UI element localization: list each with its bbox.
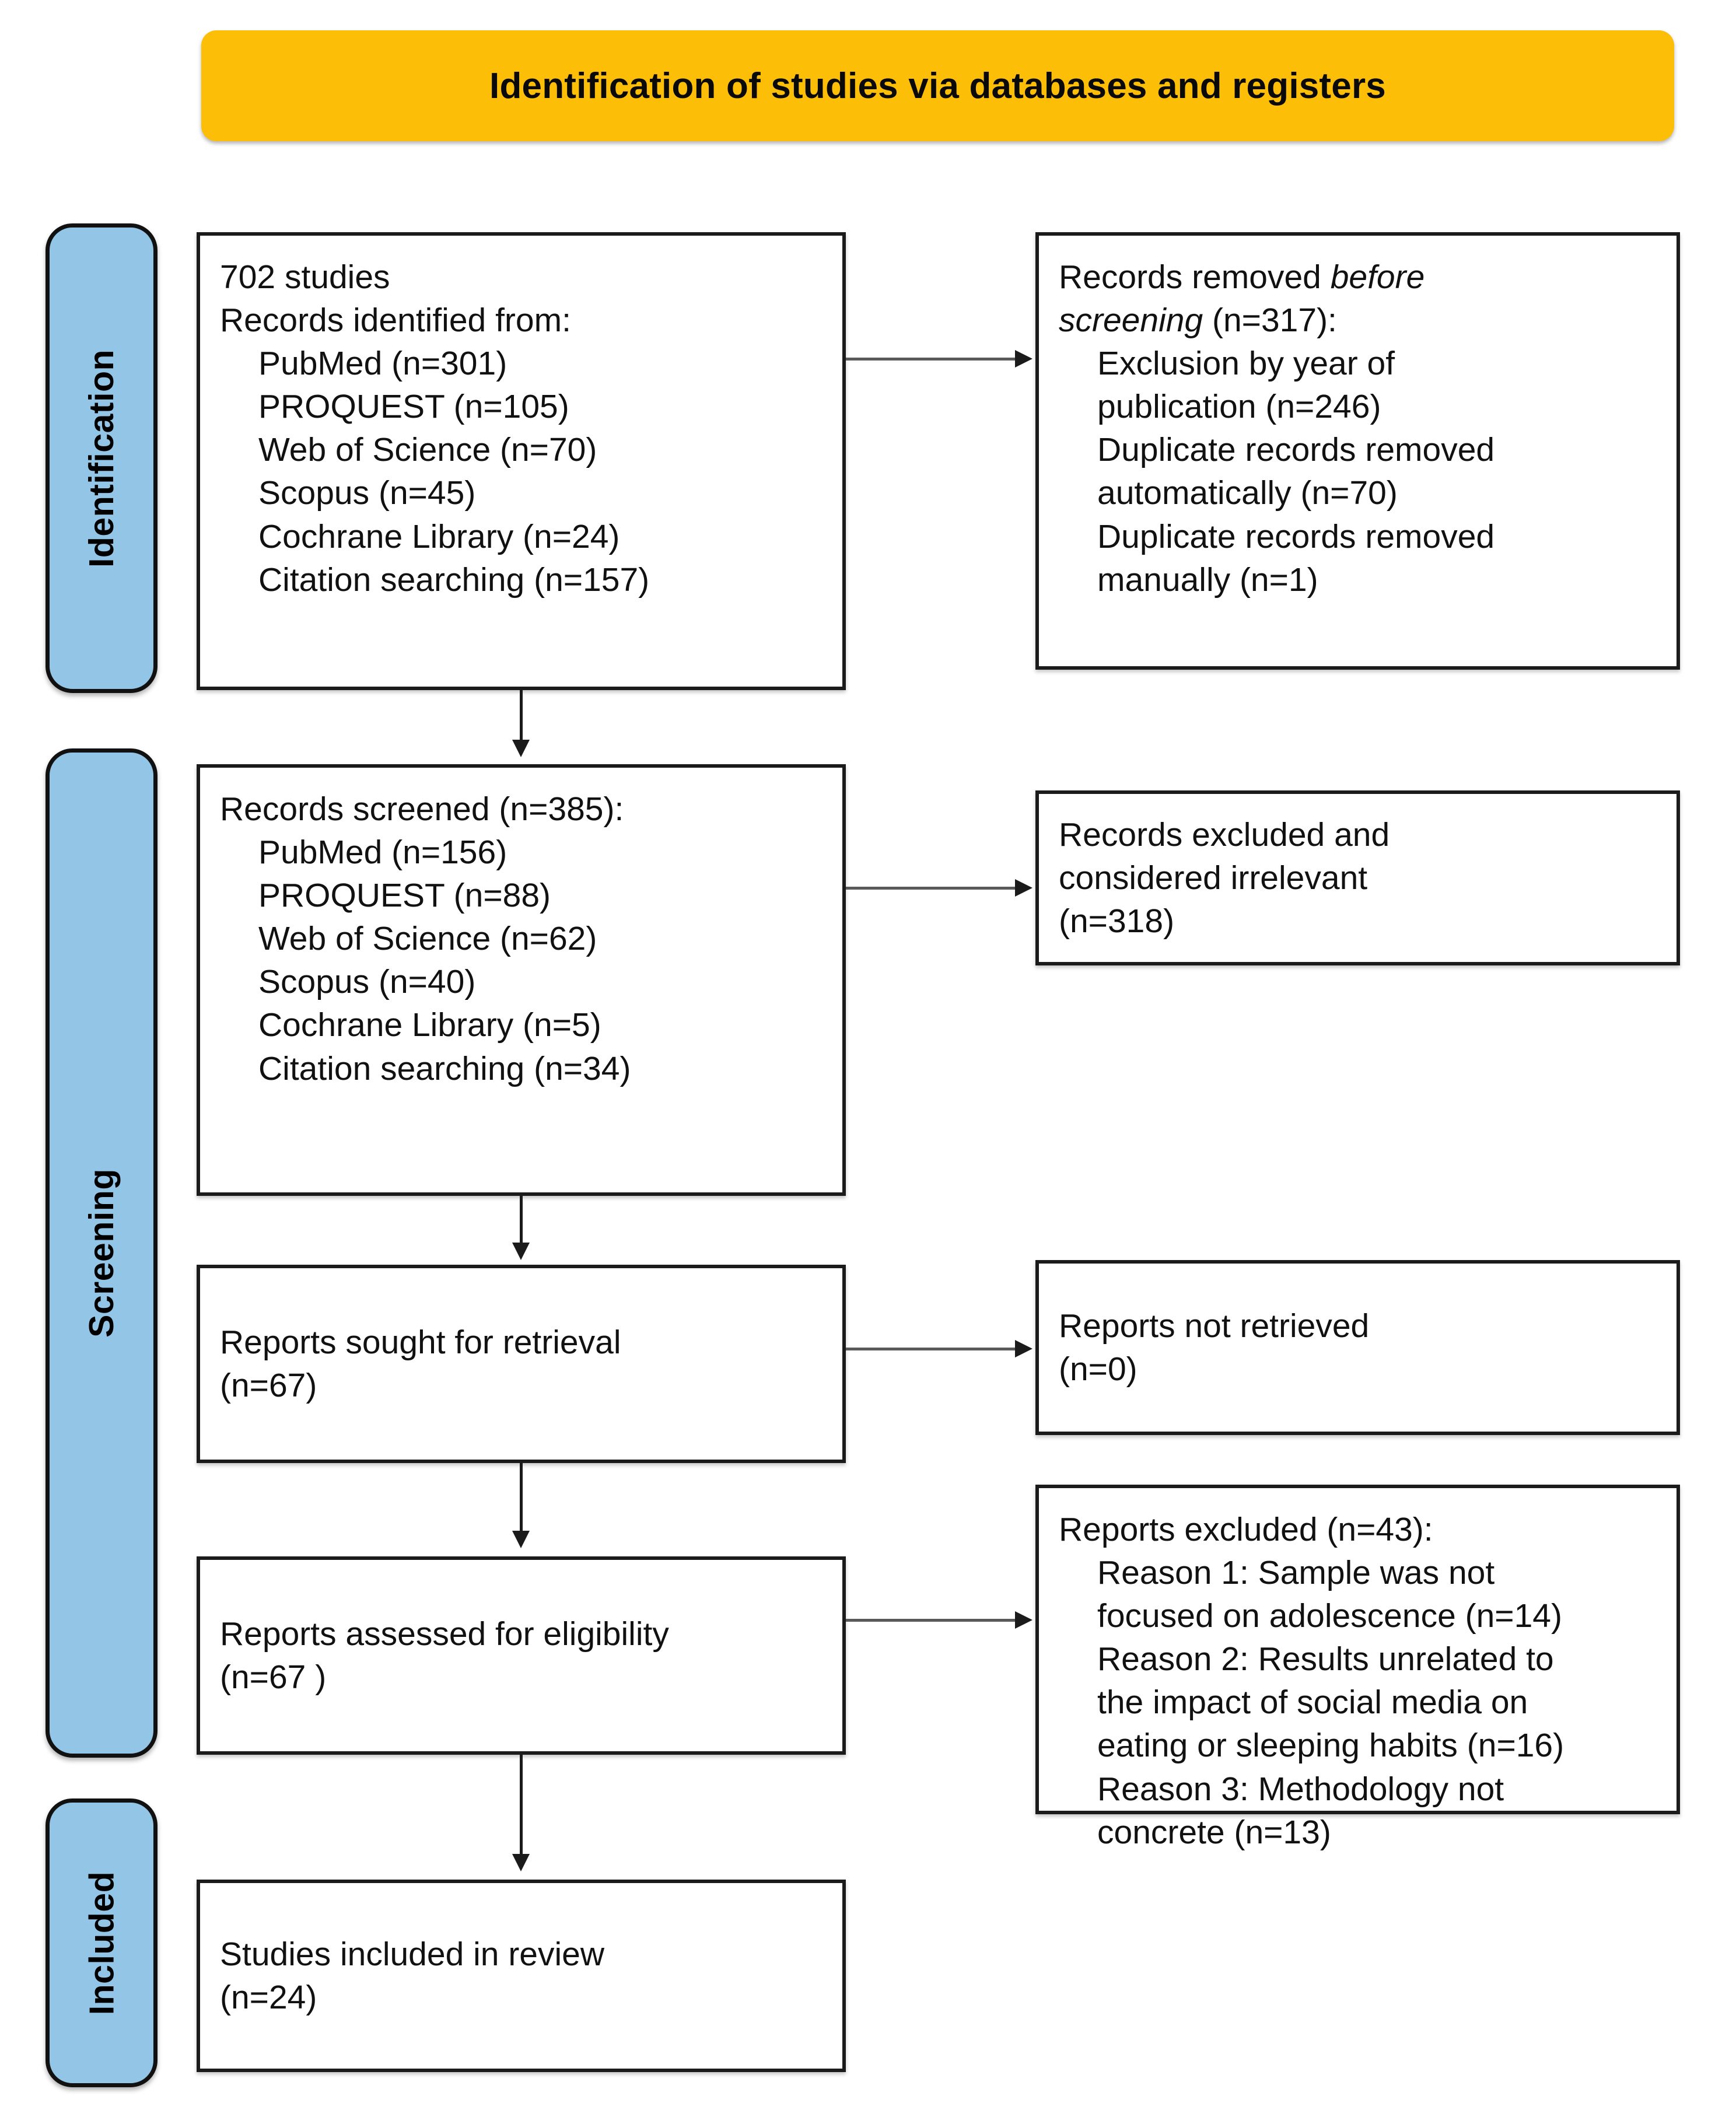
records-screened-source-citation-searching: Citation searching (n=34) bbox=[258, 1049, 631, 1087]
records-excluded-line-1: considered irrelevant bbox=[1059, 859, 1368, 897]
stage-label-screening: Screening bbox=[46, 748, 158, 1758]
box-studies-included-in-review: Studies included in review (n=24) bbox=[197, 1880, 846, 2072]
connector-identified-to-screened bbox=[520, 690, 523, 747]
connector-sought-to-not-retrieved bbox=[846, 1348, 1018, 1350]
studies-included-count: (n=24) bbox=[220, 1979, 317, 2016]
records-identified-source-citation-searching: Citation searching (n=157) bbox=[258, 561, 650, 599]
records-screened-source-proquest: PROQUEST (n=88) bbox=[258, 877, 551, 915]
records-identified-source-cochrane: Cochrane Library (n=24) bbox=[258, 517, 620, 555]
records-identified-source-proquest: PROQUEST (n=105) bbox=[258, 388, 569, 426]
reports-excluded-reason-2: Reason 2: Results unrelated to the impac… bbox=[1097, 1640, 1564, 1765]
arrow-right-icon-screened-to-excluded bbox=[1015, 879, 1032, 897]
records-screened-source-scopus: Scopus (n=40) bbox=[258, 963, 476, 1001]
reports-excluded-heading: Reports excluded (n=43): bbox=[1059, 1511, 1433, 1548]
reports-sought-label: Reports sought for retrieval bbox=[220, 1323, 621, 1361]
reports-excluded-reason-1: Reason 1: Sample was not focused on adol… bbox=[1097, 1554, 1562, 1635]
arrow-down-icon-assessed-to-included bbox=[512, 1854, 530, 1871]
box-records-identified: 702 studies Records identified from: Pub… bbox=[197, 232, 846, 690]
records-identified-line-0: 702 studies bbox=[220, 258, 390, 296]
records-removed-heading-italic-screening: screening bbox=[1059, 302, 1203, 340]
reports-assessed-label: Reports assessed for eligibility bbox=[220, 1615, 669, 1653]
reports-sought-count: (n=67) bbox=[220, 1367, 317, 1404]
records-excluded-line-0: Records excluded and bbox=[1059, 816, 1390, 853]
arrow-down-icon-sought-to-assessed bbox=[512, 1531, 530, 1548]
stage-label-included: Included bbox=[46, 1798, 158, 2087]
connector-assessed-to-included bbox=[520, 1755, 523, 1861]
connector-identified-to-removed bbox=[846, 358, 1018, 361]
records-screened-heading: Records screened (n=385): bbox=[220, 790, 624, 828]
box-reports-excluded: Reports excluded (n=43): Reason 1: Sampl… bbox=[1035, 1485, 1680, 1851]
box-records-screened: Records screened (n=385): PubMed (n=156)… bbox=[197, 764, 846, 1196]
arrow-right-icon-assessed-to-reports-excluded bbox=[1015, 1611, 1032, 1629]
records-identified-line-1: Records identified from: bbox=[220, 302, 571, 340]
records-removed-heading: Records removed before screening (n=317): bbox=[1059, 256, 1659, 342]
box-reports-assessed-for-eligibility: Reports assessed for eligibility (n=67 ) bbox=[197, 1556, 846, 1755]
stage-label-screening-text: Screening bbox=[82, 1168, 121, 1338]
stage-label-identification: Identification bbox=[46, 223, 158, 693]
connector-assessed-to-reports-excluded bbox=[846, 1619, 1018, 1622]
reports-not-retrieved-label: Reports not retrieved bbox=[1059, 1307, 1370, 1345]
arrow-down-icon-screened-to-sought bbox=[512, 1243, 530, 1260]
connector-sought-to-assessed bbox=[520, 1463, 523, 1538]
records-identified-source-pubmed: PubMed (n=301) bbox=[258, 345, 508, 383]
box-reports-not-retrieved: Reports not retrieved (n=0) bbox=[1035, 1260, 1680, 1435]
connector-screened-to-excluded bbox=[846, 887, 1018, 890]
records-removed-reason-year-of-publication: Exclusion by year of publication (n=246) bbox=[1097, 345, 1395, 426]
arrow-right-icon-sought-to-not-retrieved bbox=[1015, 1340, 1032, 1357]
records-removed-heading-part-1: Records removed bbox=[1059, 258, 1331, 296]
stage-label-identification-text: Identification bbox=[82, 349, 121, 568]
page-title: Identification of studies via databases … bbox=[489, 65, 1386, 106]
records-removed-reason-duplicate-automatic: Duplicate records removed automatically … bbox=[1097, 431, 1495, 512]
records-screened-source-web-of-science: Web of Science (n=62) bbox=[258, 920, 597, 958]
reports-assessed-count: (n=67 ) bbox=[220, 1658, 327, 1696]
box-records-removed-before-screening: Records removed before screening (n=317):… bbox=[1035, 232, 1680, 670]
arrow-down-icon-identified-to-screened bbox=[512, 740, 530, 757]
reports-not-retrieved-count: (n=0) bbox=[1059, 1350, 1138, 1388]
box-records-excluded: Records excluded and considered irreleva… bbox=[1035, 790, 1680, 965]
reports-excluded-reason-3: Reason 3: Methodology not concrete (n=13… bbox=[1097, 1770, 1504, 1851]
records-screened-source-pubmed: PubMed (n=156) bbox=[258, 834, 508, 872]
records-screened-source-cochrane: Cochrane Library (n=5) bbox=[258, 1006, 601, 1044]
header-banner: Identification of studies via databases … bbox=[201, 30, 1674, 141]
records-removed-reason-duplicate-manual: Duplicate records removed manually (n=1) bbox=[1097, 517, 1495, 599]
records-removed-heading-part-2: (n=317): bbox=[1203, 302, 1337, 340]
records-removed-heading-italic-before: before bbox=[1330, 258, 1425, 296]
box-reports-sought-for-retrieval: Reports sought for retrieval (n=67) bbox=[197, 1265, 846, 1463]
stage-label-included-text: Included bbox=[82, 1871, 121, 2015]
connector-screened-to-sought bbox=[520, 1196, 523, 1250]
records-identified-source-scopus: Scopus (n=45) bbox=[258, 474, 476, 512]
studies-included-label: Studies included in review bbox=[220, 1935, 605, 1973]
arrow-right-icon-identified-to-removed bbox=[1015, 350, 1032, 368]
records-identified-source-web-of-science: Web of Science (n=70) bbox=[258, 431, 597, 469]
records-excluded-count: (n=318) bbox=[1059, 902, 1175, 940]
